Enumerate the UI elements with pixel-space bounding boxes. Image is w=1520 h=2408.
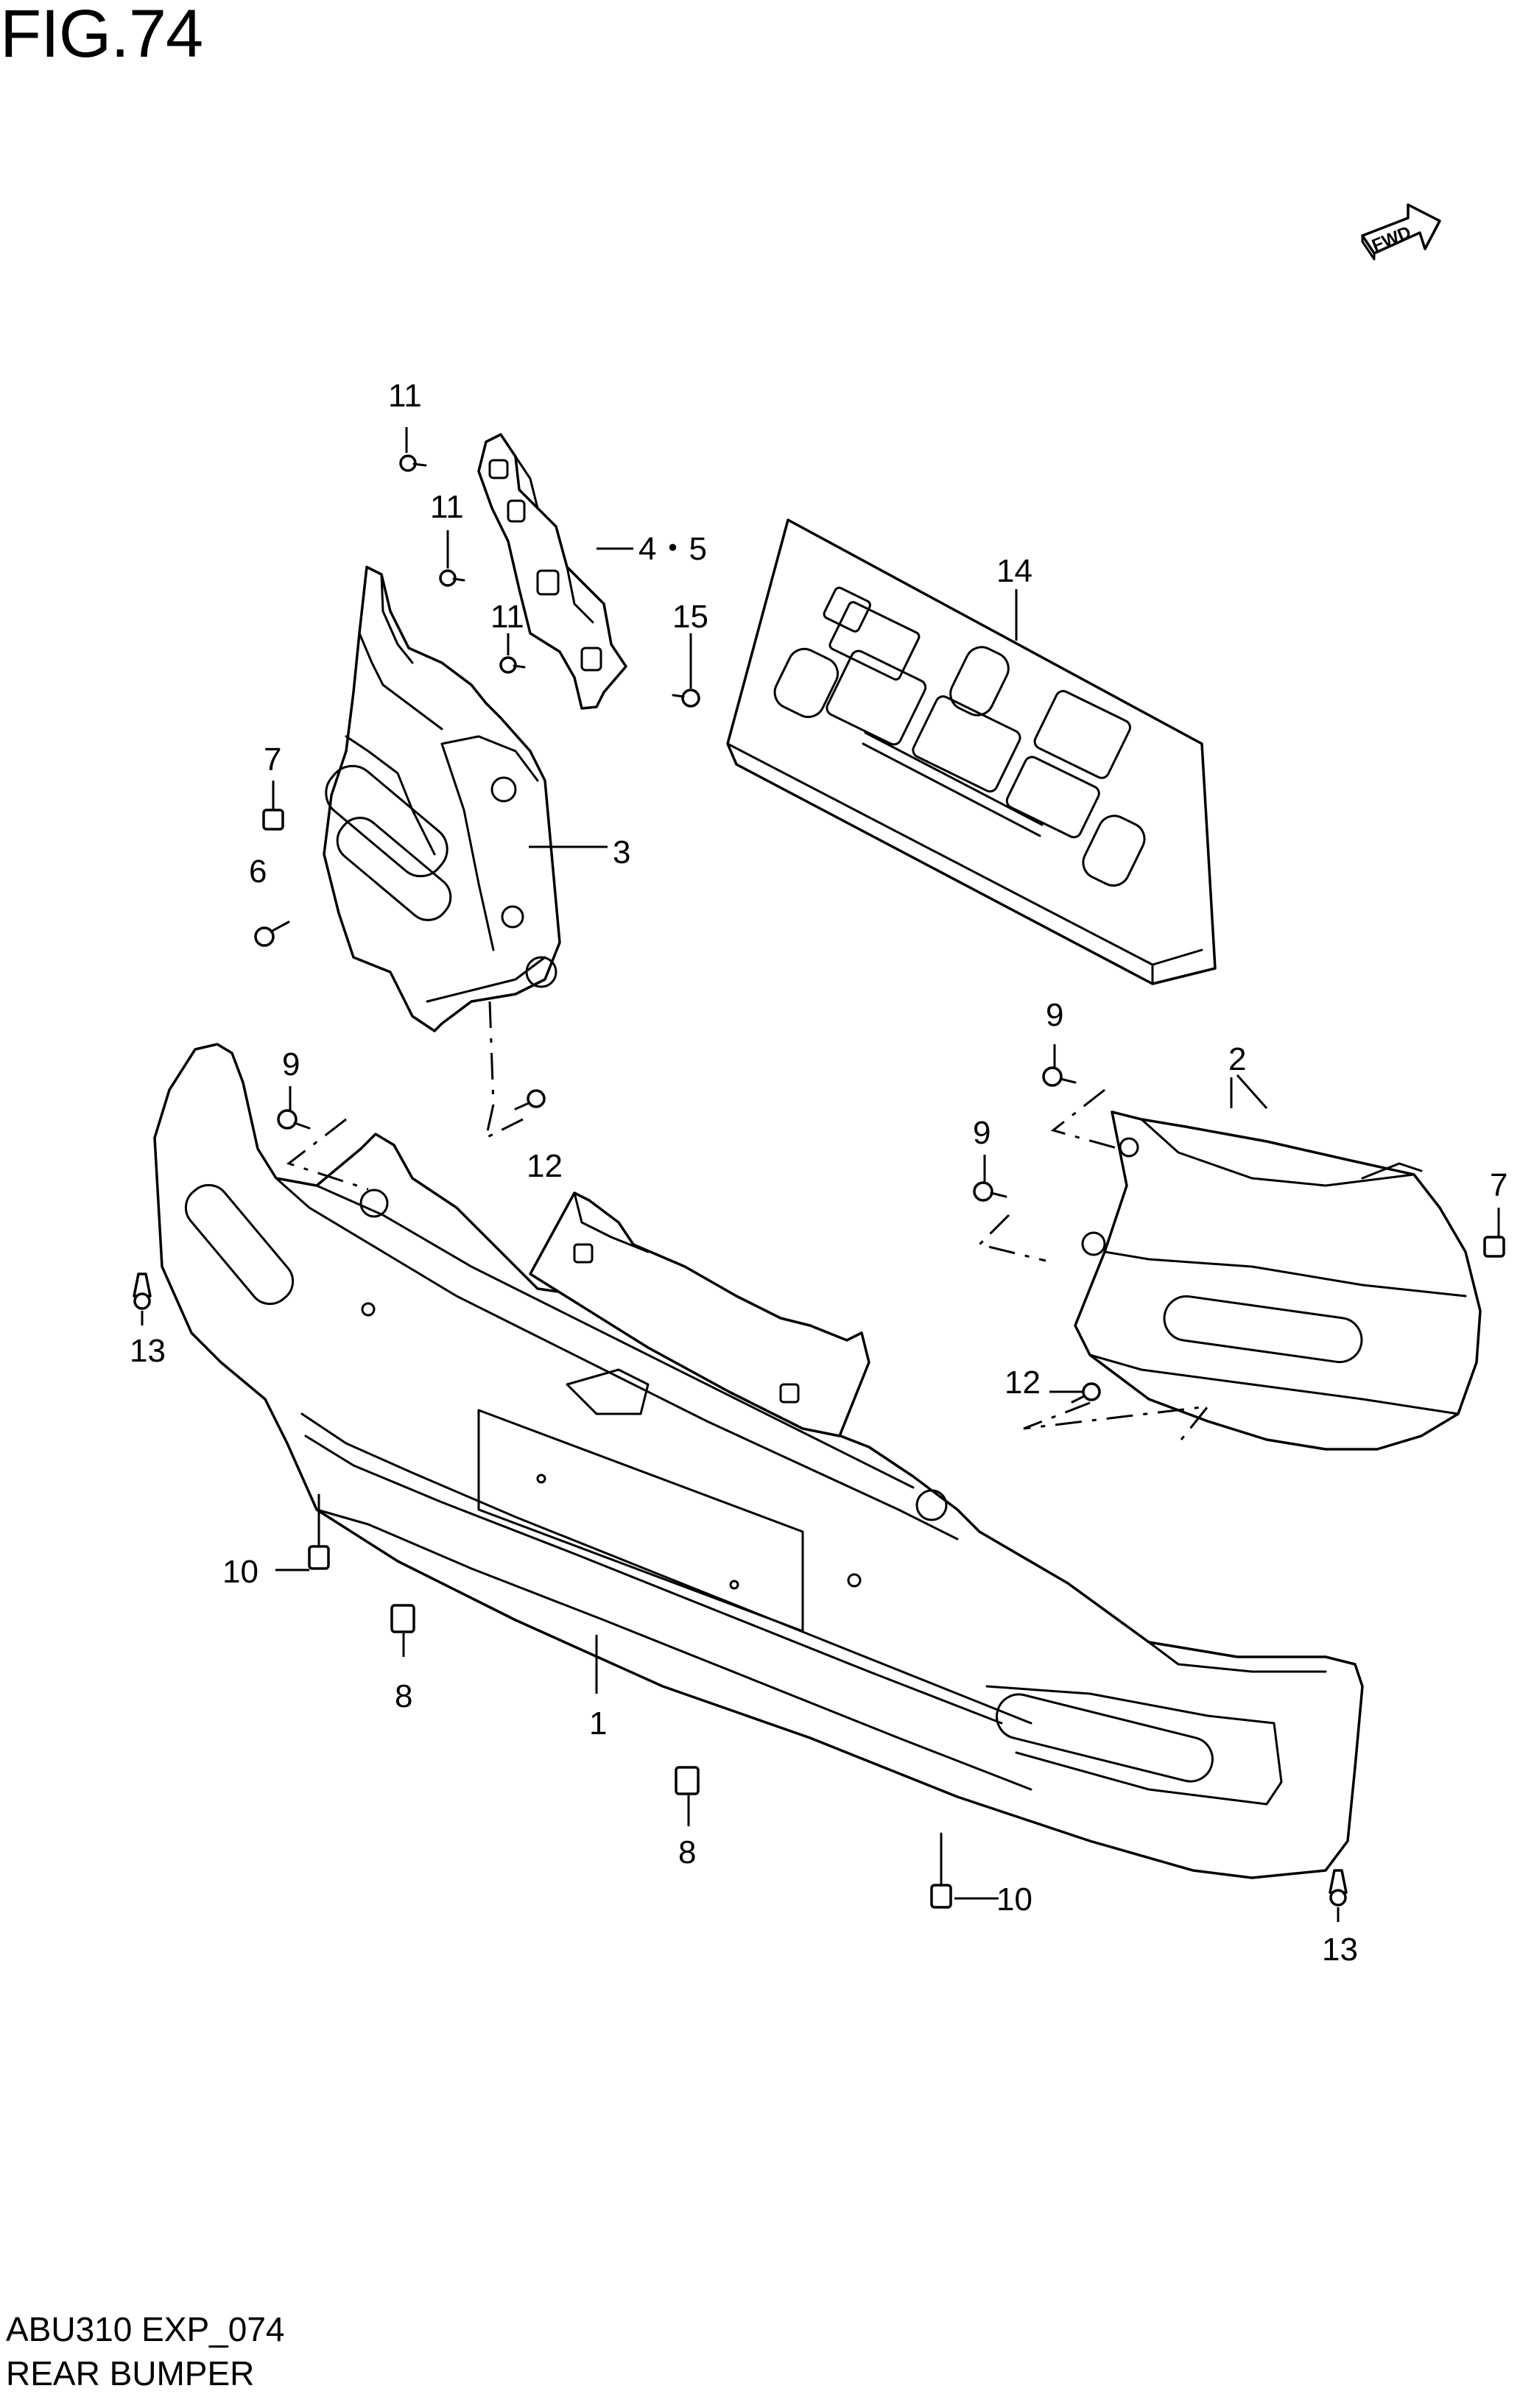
bumper-side-bracket [477,433,627,710]
clip-nut-icon [675,1766,700,1795]
clip-icon [262,809,284,831]
callout-9-left: 9 [282,1046,300,1082]
callout-11-top: 11 [388,378,422,414]
callout-7-left: 7 [264,742,281,778]
callout-11-lower: 11 [490,599,524,635]
callout-10-left: 10 [222,1554,258,1590]
flange-bolt-icon [930,1832,952,1909]
callout-8-right: 8 [678,1834,696,1870]
callout-8-left: 8 [395,1678,412,1714]
screw-icon [1071,1382,1101,1404]
push-rivet-icon [1329,1869,1348,1907]
screw-icon [672,689,700,708]
left-bumper-side-piece [323,566,561,1032]
figure-title: FIG.74 [0,0,203,71]
callout-9-lower-right: 9 [973,1115,991,1151]
screw-icon [499,656,526,674]
clip-icon [1483,1236,1505,1258]
clip-nut-icon [390,1604,415,1633]
flange-bolt-icon [308,1493,330,1570]
forward-arrow-icon: FWD [1361,203,1441,261]
push-rivet-icon [133,1272,152,1310]
screw-icon [399,454,427,472]
callout-13-right: 13 [1322,1932,1358,1968]
callout-12-right: 12 [1004,1365,1041,1401]
diagram-code: ABU310 EXP_074 [6,2310,285,2348]
screw-icon [254,920,290,947]
right-bumper-side-piece [1074,1110,1482,1451]
screw-icon [514,1089,546,1110]
callout-10-right: 10 [996,1881,1032,1918]
callout-11-middle: 11 [430,489,464,525]
callout-1: 1 [589,1705,607,1742]
callout-12-left: 12 [527,1148,563,1184]
callout-7-right: 7 [1490,1167,1507,1203]
callout-2: 2 [1228,1041,1246,1077]
callout-3: 3 [613,834,630,870]
bolt-icon [1042,1066,1077,1087]
bolt-icon [973,1181,1007,1202]
callout-14: 14 [996,553,1032,589]
bolt-icon [277,1109,311,1130]
callout-15: 15 [672,599,708,635]
callout-4-5: 4・5 [638,531,707,567]
license-plate-bracket [726,518,1217,985]
screw-icon [439,569,465,587]
callout-9-upper-right: 9 [1046,997,1063,1033]
callout-6: 6 [249,853,267,890]
callout-13-left: 13 [130,1333,166,1369]
rear-bumper-cover [153,1043,1364,1879]
diagram-title: REAR BUMPER [6,2354,255,2393]
